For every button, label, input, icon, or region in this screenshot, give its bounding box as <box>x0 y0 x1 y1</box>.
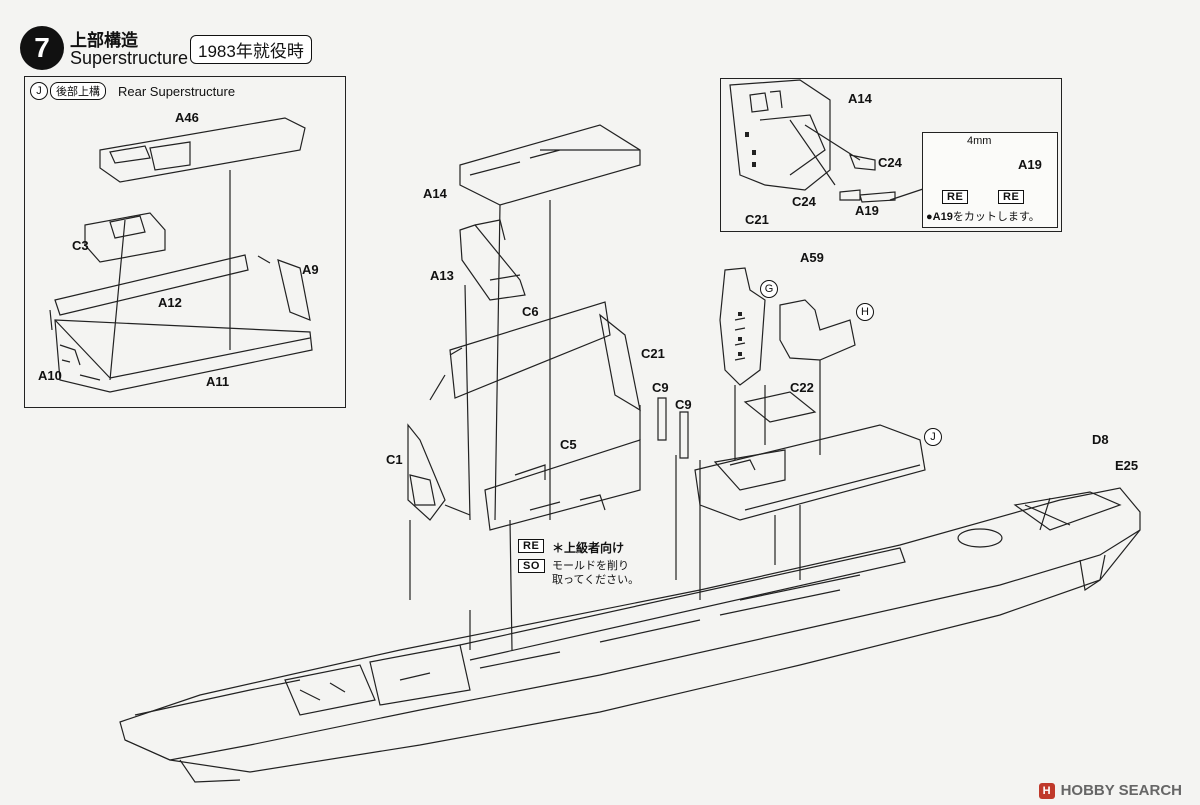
inset-note: ●A19をカットします。 <box>926 208 1040 224</box>
part-label-c22: C22 <box>790 380 814 395</box>
part-label-a9: A9 <box>302 262 319 277</box>
part-label-c9-right: C9 <box>675 397 692 412</box>
detail-label-c24-left: C24 <box>792 194 816 209</box>
inset-dimension: 4mm <box>967 135 992 147</box>
hobby-search-logo-icon: H <box>1038 782 1055 799</box>
part-tag-j: J <box>924 428 942 446</box>
c6-shape <box>449 301 611 399</box>
part-label-a10: A10 <box>38 368 62 383</box>
so-note-text-1: モールドを削り <box>552 560 629 572</box>
part-label-c21: C21 <box>641 346 665 361</box>
ship-hull <box>119 487 1141 761</box>
g-shape <box>719 267 766 386</box>
a12-shape <box>54 254 249 316</box>
detail-label-a19: A19 <box>855 203 879 218</box>
step-title-jp: 上部構造 <box>70 31 138 50</box>
c3-shape <box>84 212 166 263</box>
rear-panel-tag-jp: 後部上構 <box>50 82 106 100</box>
c5-shape <box>484 439 641 531</box>
detail-structure <box>729 79 831 191</box>
part-label-c3: C3 <box>72 238 89 253</box>
part-label-a13: A13 <box>430 268 454 283</box>
a9-shape <box>277 259 311 321</box>
part-label-c6: C6 <box>522 304 539 319</box>
part-label-c9-left: C9 <box>652 380 669 395</box>
part-label-d8: D8 <box>1092 432 1109 447</box>
detail-label-c24-right: C24 <box>878 155 902 170</box>
re-note-badge: RE <box>518 539 545 553</box>
h-shape <box>779 299 856 361</box>
c21-main-shape <box>599 313 641 412</box>
bridge-detail-panel <box>720 78 1062 232</box>
part-label-c1: C1 <box>386 452 403 467</box>
rear-panel-tag: J <box>30 82 48 100</box>
re-note-text: ＊上級者向け <box>552 541 625 555</box>
part-tag-g: G <box>760 280 778 298</box>
rear-panel-title: Rear Superstructure <box>118 84 236 99</box>
part-label-a14: A14 <box>423 186 447 201</box>
watermark-text: HOBBY SEARCH <box>1060 782 1182 799</box>
inset-re-right: RE <box>998 190 1025 204</box>
so-note-badge: SO <box>518 559 545 573</box>
part-label-a59: A59 <box>800 250 824 265</box>
detail-label-c21: C21 <box>745 212 769 227</box>
a19-cut-inset <box>922 132 1058 228</box>
bullet-icon: ● <box>926 211 933 223</box>
part-label-a46: A46 <box>175 110 199 125</box>
inset-re-left: RE <box>942 190 969 204</box>
a46-shape <box>99 117 306 183</box>
a13-shape <box>459 224 526 301</box>
part-label-e25: E25 <box>1115 458 1139 473</box>
c1-shape <box>407 423 446 521</box>
rear-superstructure-panel <box>24 76 346 408</box>
inset-note-text: をカットします。 <box>952 211 1040 223</box>
main-a14-shape <box>459 124 641 206</box>
hobby-search-watermark: H HOBBY SEARCH <box>1038 782 1182 799</box>
step-title-en: Superstructure <box>70 48 189 68</box>
part-label-a12: A12 <box>158 295 182 310</box>
year-label: 1983年就役時 <box>190 35 312 64</box>
part-label-a11: A11 <box>206 374 230 389</box>
part-tag-h: H <box>856 303 874 321</box>
c9-shape <box>657 397 689 459</box>
inset-note-part: A19 <box>932 211 953 223</box>
a11-shape <box>54 319 313 393</box>
c22-shape <box>743 391 817 423</box>
step-number-badge: 7 <box>20 26 64 70</box>
so-note-text-2: 取ってください。 <box>552 574 640 586</box>
detail-label-a14: A14 <box>848 91 872 106</box>
inset-part-a19: A19 <box>1018 157 1042 172</box>
part-label-c5: C5 <box>560 437 577 452</box>
